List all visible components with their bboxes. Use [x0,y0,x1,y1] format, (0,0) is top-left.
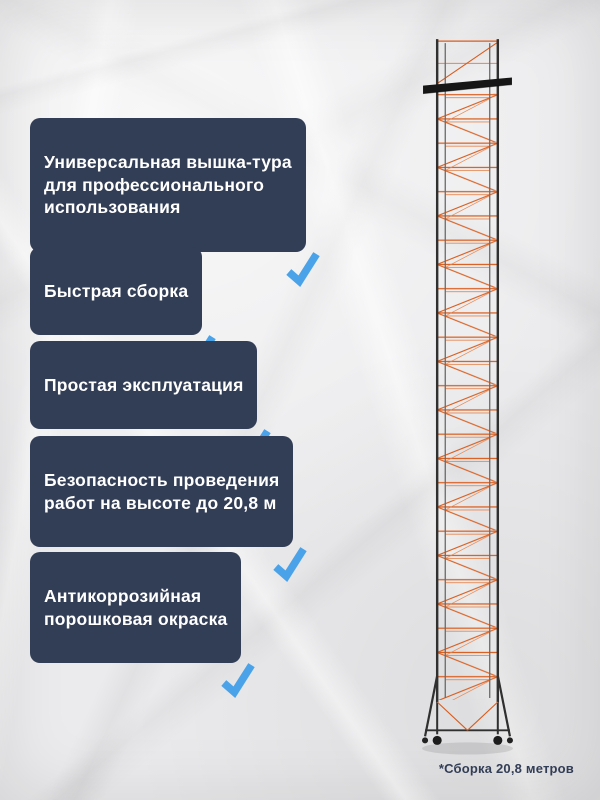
feature-badge-fast-assembly: Быстрая сборка [30,247,217,370]
feature-label: Быстрая сборка [44,280,189,301]
feature-badge-safety: Безопасность проведения работ на высоте … [30,436,308,582]
feature-label: Антикоррозийная порошковая окраска [44,585,228,629]
feature-badge-anticorrosion: Антикоррозийная порошковая окраска [30,552,256,698]
check-icon [271,521,309,582]
feature-badge-universal: Универсальная вышка-тура для профессиона… [30,118,320,287]
check-icon [284,226,322,287]
feature-label: Простая эксплуатация [44,374,244,395]
scaffold-tower-illustration [420,33,515,755]
feature-label: Безопасность проведения работ на высоте … [44,469,280,513]
check-icon [219,637,257,698]
scaffold-tower-drawing [422,39,513,755]
feature-badge-easy-use: Простая эксплуатация [30,341,272,464]
footnote: *Сборка 20,8 метров [438,761,574,776]
feature-label: Универсальная вышка-тура для профессиона… [44,151,292,218]
